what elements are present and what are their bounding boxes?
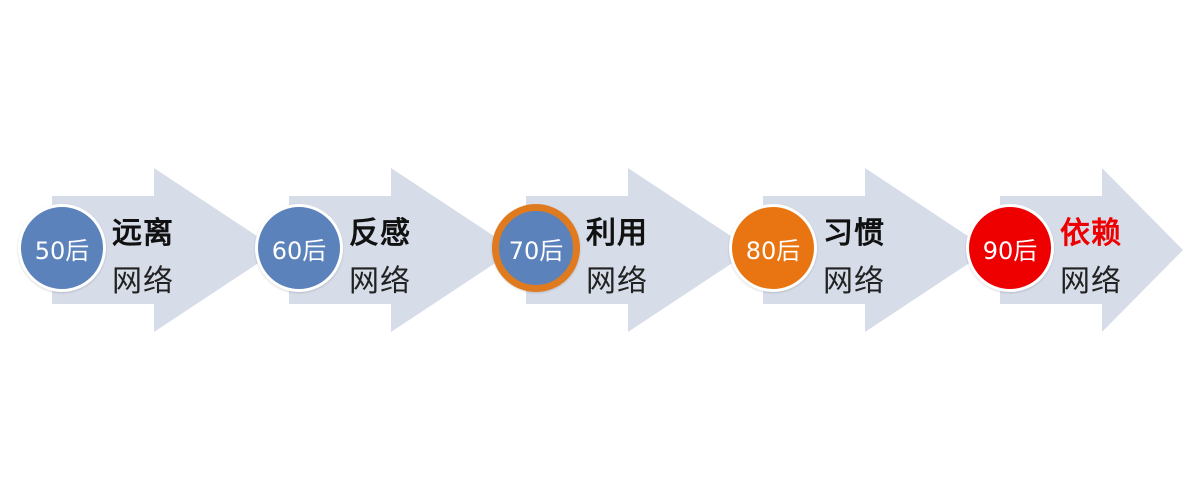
step-subtitle: 网络 [823, 264, 885, 299]
generation-badge: 90后 [966, 204, 1054, 292]
step-50s: 50后 远离 网络 [18, 168, 278, 332]
arrow-shape [289, 168, 515, 332]
generation-badge: 70后 [492, 204, 580, 292]
step-title: 利用 [586, 216, 648, 251]
step-70s: 70后 利用 网络 [492, 168, 752, 332]
arrow-shape [763, 168, 989, 332]
step-title: 依赖 [1060, 216, 1122, 251]
generation-badge: 50后 [18, 204, 106, 292]
step-subtitle: 网络 [1060, 264, 1122, 299]
arrow-shape [526, 168, 752, 332]
generation-badge: 80后 [729, 204, 817, 292]
step-title: 远离 [112, 216, 174, 251]
step-subtitle: 网络 [586, 264, 648, 299]
step-subtitle: 网络 [349, 264, 411, 299]
generation-badge: 60后 [255, 204, 343, 292]
step-title: 习惯 [823, 216, 885, 251]
step-60s: 60后 反感 网络 [255, 168, 515, 332]
step-90s: 90后 依赖 网络 [966, 168, 1183, 332]
arrow-shape [1000, 168, 1183, 332]
step-80s: 80后 习惯 网络 [729, 168, 989, 332]
step-title: 反感 [349, 216, 411, 251]
arrow-shape [52, 168, 278, 332]
step-subtitle: 网络 [112, 264, 174, 299]
